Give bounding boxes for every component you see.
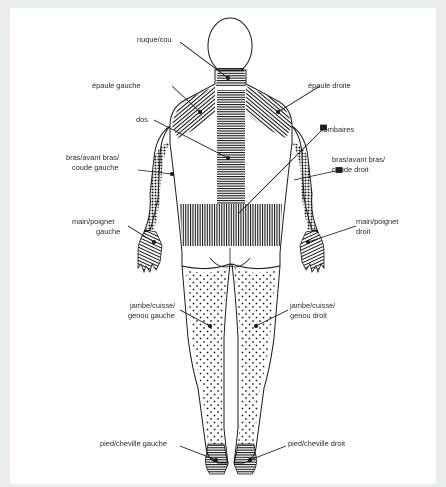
region-hand-left [138, 230, 162, 272]
label-foot-left: pied/cheville gauche [100, 439, 167, 448]
figure-panel: nuque/cou épaule gauche épaule droite do… [10, 8, 436, 484]
label-leg-right-line1: jambe/cuisse/ [289, 301, 336, 310]
head [208, 18, 252, 74]
label-hand-left-line2: gauche [96, 227, 120, 236]
label-back: dos [136, 115, 148, 124]
label-leg-right-line2: genou droit [290, 311, 327, 320]
region-lower-back [180, 204, 282, 246]
label-hand-right-line1: main/poignet [356, 217, 398, 226]
label-arm-left-line2: coude gauche [72, 163, 118, 172]
body-map-diagram: nuque/cou épaule gauche épaule droite do… [10, 8, 436, 484]
label-leg-left-line2: genou gauche [128, 311, 175, 320]
label-arm-right-line2: coude droit [332, 165, 369, 174]
label-arm-right-line1: bras/avant bras/ [332, 155, 386, 164]
label-neck: nuque/cou [137, 35, 172, 44]
label-shoulder-left: épaule gauche [92, 81, 141, 90]
region-arm-left [146, 142, 170, 232]
label-shoulder-right: épaule droite [308, 81, 351, 90]
label-leg-left-line1: jambe/cuisse/ [129, 301, 176, 310]
region-arm-right [292, 142, 316, 232]
label-foot-right: pied/cheville droit [288, 439, 345, 448]
label-arm-left-line1: bras/avant bras/ [66, 153, 120, 162]
region-neck [216, 68, 246, 86]
region-hand-right [300, 230, 324, 272]
region-back [217, 90, 245, 204]
label-lower-back: lombaires [322, 125, 354, 134]
label-hand-left-line1: main/poignet [72, 217, 114, 226]
label-hand-right-line2: droit [356, 227, 370, 236]
